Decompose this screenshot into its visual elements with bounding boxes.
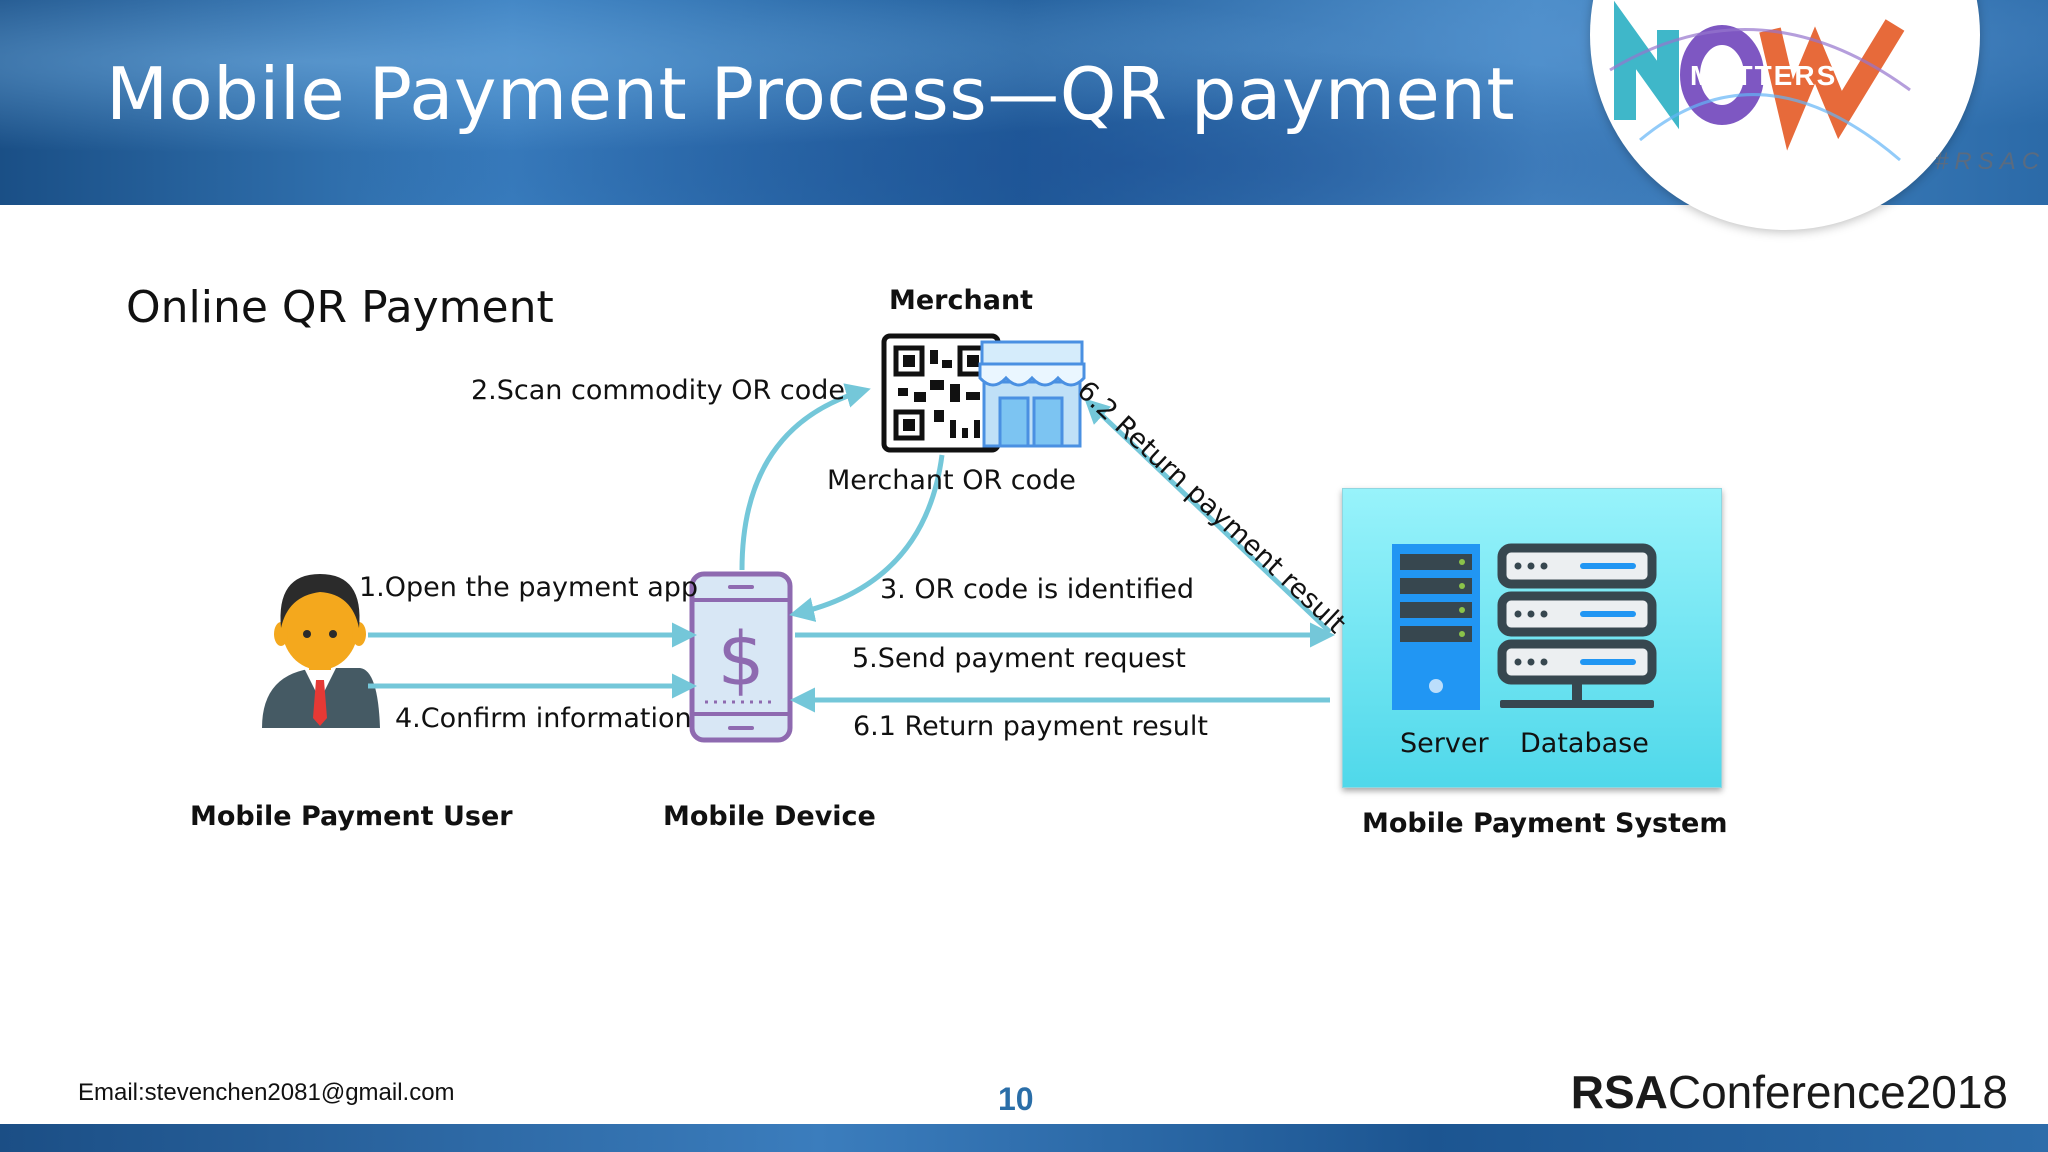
badge-matters-text: MATTERS [1690, 60, 1838, 91]
system-label: Mobile Payment System [1362, 808, 1728, 839]
store-icon [978, 340, 1086, 448]
rsa-logo-conference: Conference2018 [1667, 1066, 2008, 1118]
step-6-1-label: 6.1 Return payment result [853, 711, 1208, 742]
svg-text:$: $ [717, 617, 764, 703]
section-title: Online QR Payment [126, 282, 554, 333]
badge-now-lettering [1609, 0, 1911, 162]
step-4-label: 4.Confirm information [395, 703, 692, 734]
footer-strip [0, 1124, 2048, 1152]
badge-art [1609, 0, 1911, 162]
database-label: Database [1520, 728, 1649, 759]
email-footer: Email:stevenchen2081@gmail.com [78, 1079, 455, 1106]
qr-code-icon [881, 333, 1001, 453]
user-label: Mobile Payment User [190, 801, 513, 832]
merchant-qr-label: Merchant OR code [827, 465, 1076, 496]
flow-arrows [368, 383, 1335, 713]
badge-hashtag: #RSAC [1935, 148, 2046, 175]
slide-title: Mobile Payment Process—QR payment [106, 52, 1516, 136]
arrow-step-2 [739, 383, 871, 571]
device-label: Mobile Device [663, 801, 876, 832]
merchant-label: Merchant [889, 285, 1034, 316]
page-number: 10 [998, 1081, 1034, 1117]
phone-icon: $ [689, 571, 793, 743]
arrow-step-3 [789, 454, 945, 622]
database-icon [1497, 543, 1657, 708]
arrow-step-6-2 [1084, 398, 1332, 634]
step-2-label: 2.Scan commodity OR code [471, 375, 845, 406]
step-5-label: 5.Send payment request [852, 643, 1186, 674]
server-icon [1392, 544, 1480, 710]
user-icon [262, 574, 380, 728]
step-1-label: 1.Open the payment app [359, 572, 699, 603]
rsa-conference-logo: RSAConference2018 [1571, 1065, 2008, 1119]
server-label: Server [1400, 728, 1489, 759]
step-3-label: 3. OR code is identified [880, 574, 1194, 605]
rsa-logo-mark: RSA [1570, 1066, 1668, 1118]
